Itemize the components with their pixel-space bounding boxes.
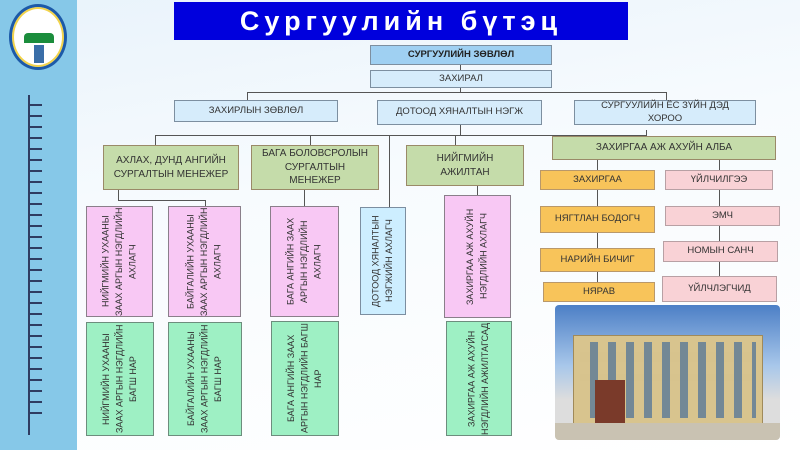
janitors-box: ҮЙЛЧЛЭГЧИД — [662, 276, 777, 302]
social-science-head-box: НИЙГМИЙН УХААНЫ ЗААХ АРГЫН НЭГДЛИЙН АХЛА… — [86, 206, 153, 317]
primary-head-box: БАГА АНГИЙН ЗААХ АРГЫН НЭГДЛИЙН АХЛАГЧ — [270, 206, 339, 317]
admin-staff-box: ЗАХИРГАА АЖ АХУЙН НЭГДЛИЙН АЖИЛТАГСАД — [446, 321, 512, 436]
natural-science-head-box: БАЙГАЛИЙН УХААНЫ ЗААХ АРГЫН НЭГДЛИЙН АХЛ… — [168, 206, 241, 317]
internal-control-head-box: ДОТООД ХЯНАЛТЫН НЭГЖИЙН АХЛАГЧ — [360, 207, 406, 315]
doctor-box: ЭМЧ — [665, 206, 780, 226]
admin-office-box: ЗАХИРГАА АЖ АХУЙН АЛБА — [552, 136, 776, 160]
administration-box: ЗАХИРГАА — [540, 170, 655, 190]
primary-teachers-box: БАГА АНГИЙН ЗААХ АРГЫН НЭГДЛИЙН БАГШ НАР — [271, 321, 339, 436]
social-worker-box: НИЙГМИЙН АЖИЛТАН — [406, 145, 524, 186]
director-box: ЗАХИРАЛ — [370, 70, 552, 88]
slide-title: Сургуулийн бүтэц — [174, 2, 628, 40]
ethics-committee-box: СУРГУУЛИЙН ЁС ЗҮЙН ДЭД ХОРОО — [574, 100, 756, 125]
secretary-box: НАРИЙН БИЧИГ — [540, 248, 655, 272]
school-logo — [9, 4, 67, 70]
accountant-box: НЯГТЛАН БОДОГЧ — [540, 206, 655, 233]
sidebar — [0, 0, 77, 450]
primary-manager-box: БАГА БОЛОВСРОЛЫН СУРГАЛТЫН МЕНЕЖЕР — [251, 145, 379, 190]
mongolian-script-caption — [28, 95, 50, 435]
social-science-teachers-box: НИЙГМИЙН УХААНЫ ЗААХ АРГЫН НЭГДЛИЙН БАГШ… — [86, 322, 154, 436]
internal-control-box: ДОТООД ХЯНАЛТЫН НЭГЖ — [377, 100, 542, 125]
storekeeper-box: НЯРАВ — [543, 282, 655, 302]
service-box: ҮЙЛЧИЛГЭЭ — [665, 170, 773, 190]
school-council-box: СУРГУУЛИЙН ЗӨВЛӨЛ — [370, 45, 552, 65]
school-building-photo — [555, 305, 780, 440]
directors-council-box: ЗАХИРЛЫН ЗӨВЛӨЛ — [174, 100, 338, 122]
admin-head-box: ЗАХИРГАА АЖ АХУЙН НЭГДЛИЙН АХЛАГЧ — [444, 195, 511, 318]
senior-manager-box: АХЛАХ, ДУНД АНГИЙН СУРГАЛТЫН МЕНЕЖЕР — [103, 145, 239, 190]
natural-science-teachers-box: БАЙГАЛИЙН УХААНЫ ЗААХ АРГЫН НЭГДЛИЙН БАГ… — [168, 322, 242, 436]
librarian-box: НОМЫН САНЧ — [663, 241, 778, 262]
